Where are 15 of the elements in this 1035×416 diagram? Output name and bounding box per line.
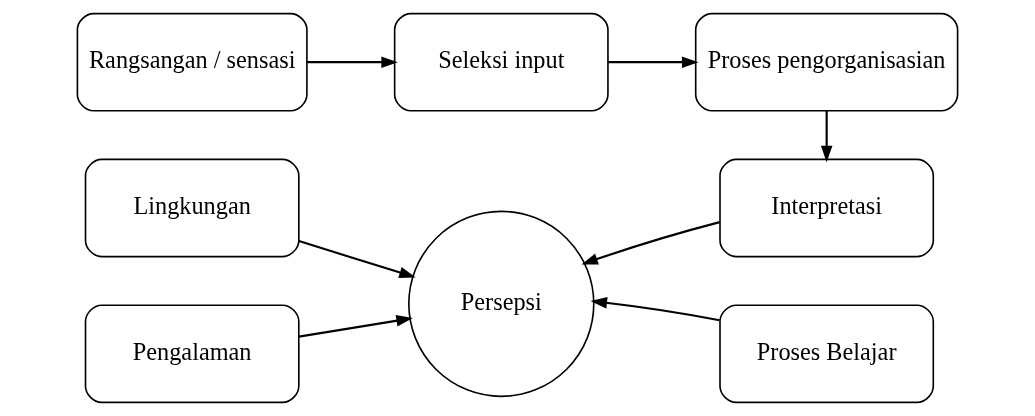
arrow bbox=[307, 56, 398, 68]
node-box: Proses Belajar bbox=[719, 304, 935, 404]
arrow bbox=[298, 315, 413, 338]
node-box: Rangsangan / sensasi bbox=[76, 12, 308, 112]
arrow bbox=[581, 221, 720, 265]
node-box: Pengalaman bbox=[84, 304, 300, 404]
node-box: Interpretasi bbox=[719, 158, 935, 258]
arrow bbox=[298, 239, 416, 279]
node-box: Seleksi input bbox=[393, 12, 609, 112]
node-box: Proses pengorganisasian bbox=[694, 12, 959, 112]
arrow bbox=[590, 297, 720, 322]
node-box: Lingkungan bbox=[84, 158, 300, 258]
arrow bbox=[820, 111, 833, 163]
arrow bbox=[608, 56, 699, 68]
node-circle: Persepsi bbox=[408, 210, 595, 398]
